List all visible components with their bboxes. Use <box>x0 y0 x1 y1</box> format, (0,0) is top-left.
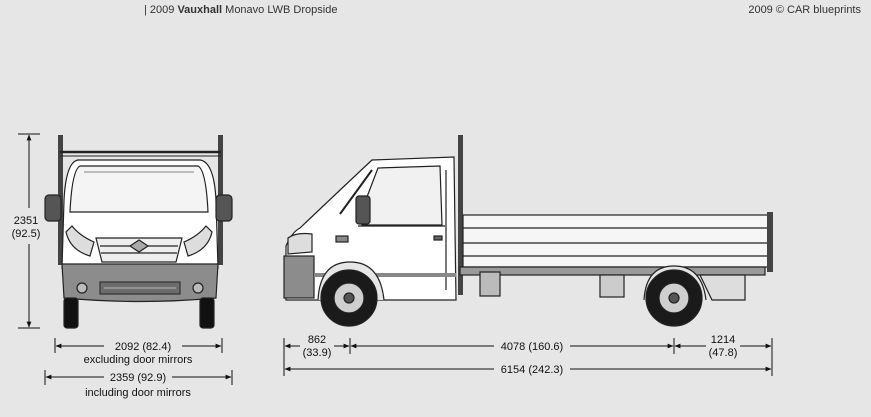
rear-overhang-mm-label: 1214 <box>711 334 735 346</box>
front-wheel <box>320 269 378 327</box>
height-in-label: (92.5) <box>12 228 41 240</box>
dimension-labels: 2351 (92.5) 2092 (82.4) excluding door m… <box>12 215 738 399</box>
front-view <box>44 135 233 329</box>
width-excl-note: excluding door mirrors <box>84 354 193 366</box>
header-make: Vauxhall <box>177 4 223 16</box>
width-incl-note: including door mirrors <box>85 387 191 399</box>
overall-length-label: 6154 (242.3) <box>501 364 563 376</box>
header-title: | 2009 Vauxhall Monavo LWB Dropside <box>144 4 337 16</box>
width-excl-label: 2092 (82.4) <box>115 341 171 353</box>
front-overhang-in-label: (33.9) <box>303 347 332 359</box>
side-view <box>283 135 773 327</box>
width-incl-label: 2359 (92.9) <box>110 372 166 384</box>
wheelbase-label: 4078 (160.6) <box>501 341 563 353</box>
dimension-lines <box>18 133 773 385</box>
height-mm-label: 2351 <box>14 215 38 227</box>
header-prefix: | 2009 <box>144 4 178 16</box>
header-model: Monavo LWB Dropside <box>222 4 338 16</box>
rear-overhang-in-label: (47.8) <box>709 347 738 359</box>
rear-wheel <box>645 269 703 327</box>
front-overhang-mm-label: 862 <box>308 334 326 346</box>
header-copyright: 2009 © CAR blueprints <box>748 4 861 16</box>
